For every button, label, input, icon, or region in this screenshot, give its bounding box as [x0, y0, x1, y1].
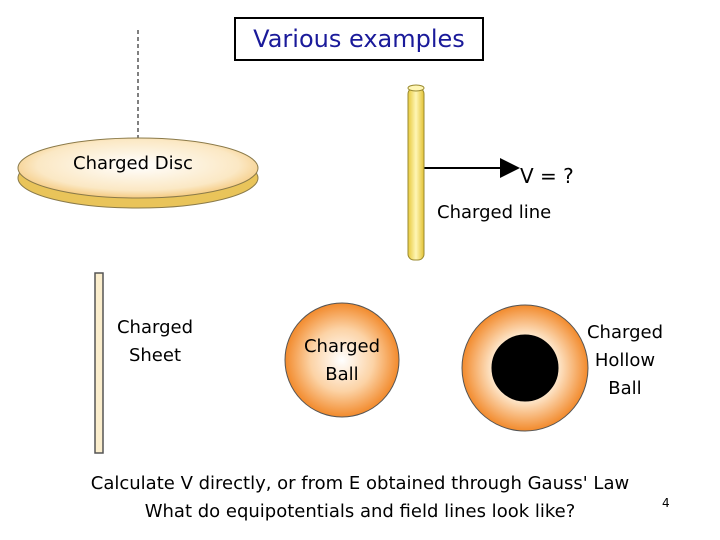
charged-sheet-label: Charged Sheet [110, 314, 200, 370]
charged-disc-label: Charged Disc [73, 153, 193, 174]
charged-hollow-ball-label-line1: Charged [586, 322, 664, 343]
charged-ball-label-line1: Charged [303, 336, 381, 357]
charged-hollow-ball-label: Charged Hollow Ball [580, 319, 670, 403]
charged-ball-label: Charged Ball [297, 333, 387, 389]
slide-title: Various examples [234, 17, 484, 61]
charged-ball-label-line2: Ball [325, 364, 359, 385]
charged-disc-shape [17, 137, 259, 209]
charged-hollow-ball-label-line3: Ball [608, 378, 642, 399]
potential-label: V = ? [520, 164, 574, 188]
footer-line-2: What do equipotentials and field lines l… [144, 501, 576, 522]
page-number: 4 [662, 496, 670, 510]
charged-ball-shape [284, 302, 400, 418]
charged-line-label: Charged line [437, 202, 552, 223]
charged-hollow-ball-shape [461, 304, 589, 432]
footer-line-1: Calculate V directly, or from E obtained… [90, 473, 630, 494]
charged-hollow-ball-label-line2: Hollow [594, 350, 656, 371]
charged-sheet-label-line1: Charged [116, 317, 194, 338]
charged-line-rod [407, 84, 425, 261]
charged-sheet-shape [94, 272, 104, 454]
charged-sheet-label-line2: Sheet [128, 345, 182, 366]
